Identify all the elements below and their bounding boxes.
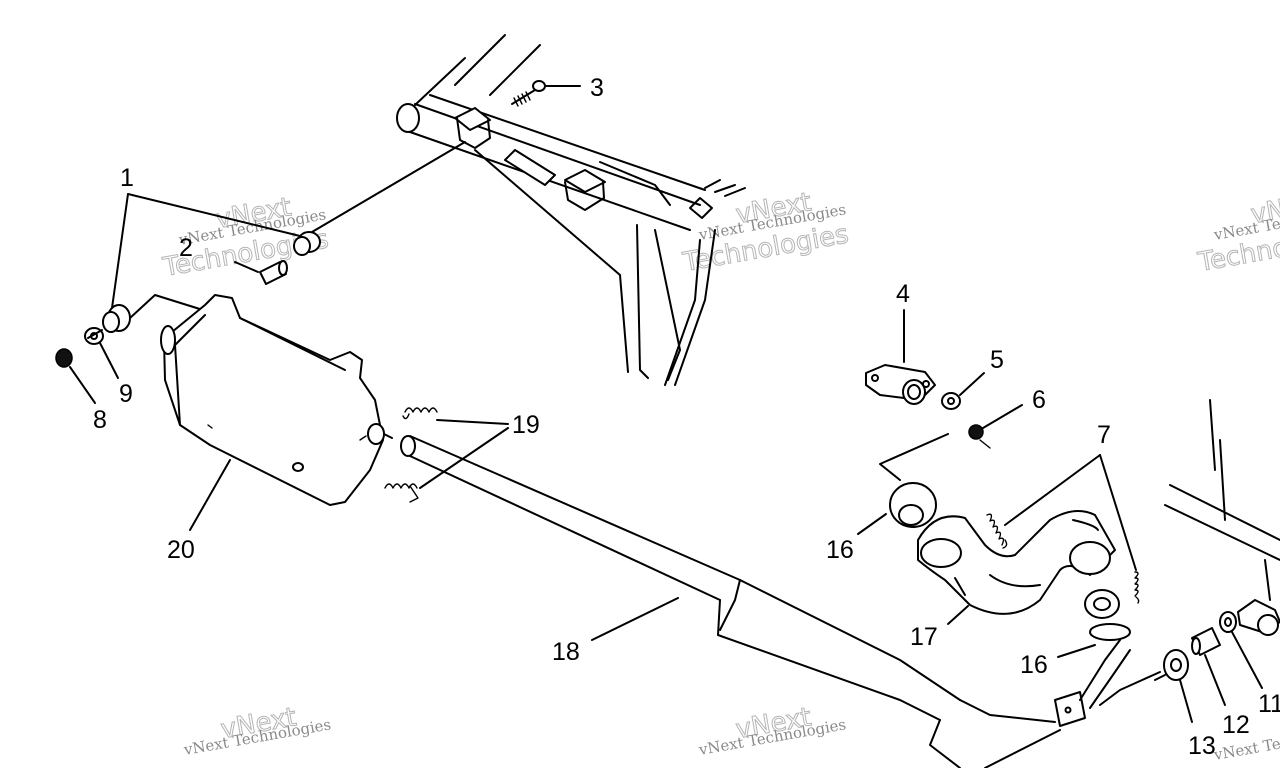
part-11-washer xyxy=(1219,611,1263,689)
part-6-nut xyxy=(968,404,1023,449)
callout-16-lower: 16 xyxy=(1020,651,1048,679)
callout-16-upper: 16 xyxy=(826,536,854,564)
part-7-springs xyxy=(986,454,1140,604)
part-16-gasket-upper xyxy=(857,482,937,535)
part-2-spacer xyxy=(234,260,288,285)
callout-3: 3 xyxy=(590,74,604,102)
frame-right-fragment xyxy=(1164,399,1280,636)
callout-2: 2 xyxy=(179,234,193,262)
callout-1: 1 xyxy=(120,164,134,192)
part-18-exhaust-pipe xyxy=(400,435,1161,768)
leader-16-lower xyxy=(1057,644,1096,658)
watermark-center-bottom: vNext vNext Technologies xyxy=(697,702,848,759)
part-1-grommet-lower xyxy=(102,304,131,333)
watermark-right-top: vNext vNext Technologies Technologies xyxy=(1195,187,1280,279)
part-20-muffler xyxy=(129,294,393,531)
frame-crossmember xyxy=(396,34,746,386)
leader-lines xyxy=(69,193,301,404)
callout-12: 12 xyxy=(1222,711,1250,739)
part-3-bolt xyxy=(511,80,581,107)
part-19-springs xyxy=(384,407,509,503)
callout-9: 9 xyxy=(119,380,133,408)
part-12-spacer xyxy=(1191,627,1226,706)
watermark-center-top: vNext vNext Technologies Technologies xyxy=(680,187,852,279)
callout-4: 4 xyxy=(896,280,910,308)
part-1-grommet-upper xyxy=(293,141,466,256)
watermark-left-bottom: vNext vNext Technologies xyxy=(182,702,333,759)
callout-8: 8 xyxy=(93,406,107,434)
part-16-gasket-middle xyxy=(1084,589,1120,619)
callout-20: 20 xyxy=(167,536,195,564)
callout-19: 19 xyxy=(512,411,540,439)
callout-7: 7 xyxy=(1097,421,1111,449)
part-4-flange xyxy=(865,309,936,405)
part-17-header-pipe xyxy=(917,510,1116,625)
callout-18: 18 xyxy=(552,638,580,666)
callout-5: 5 xyxy=(990,346,1004,374)
callout-17: 17 xyxy=(910,623,938,651)
part-13-grommet xyxy=(1154,649,1193,723)
part-5-washer xyxy=(941,372,985,410)
part-8-nut xyxy=(55,348,73,368)
leader-4-16 xyxy=(879,433,949,481)
callout-6: 6 xyxy=(1032,386,1046,414)
callout-13: 13 xyxy=(1188,732,1216,760)
callout-labels: 1 2 3 4 5 6 7 8 9 11 12 13 16 16 17 18 1… xyxy=(93,74,1280,760)
callout-11: 11 xyxy=(1258,690,1280,718)
